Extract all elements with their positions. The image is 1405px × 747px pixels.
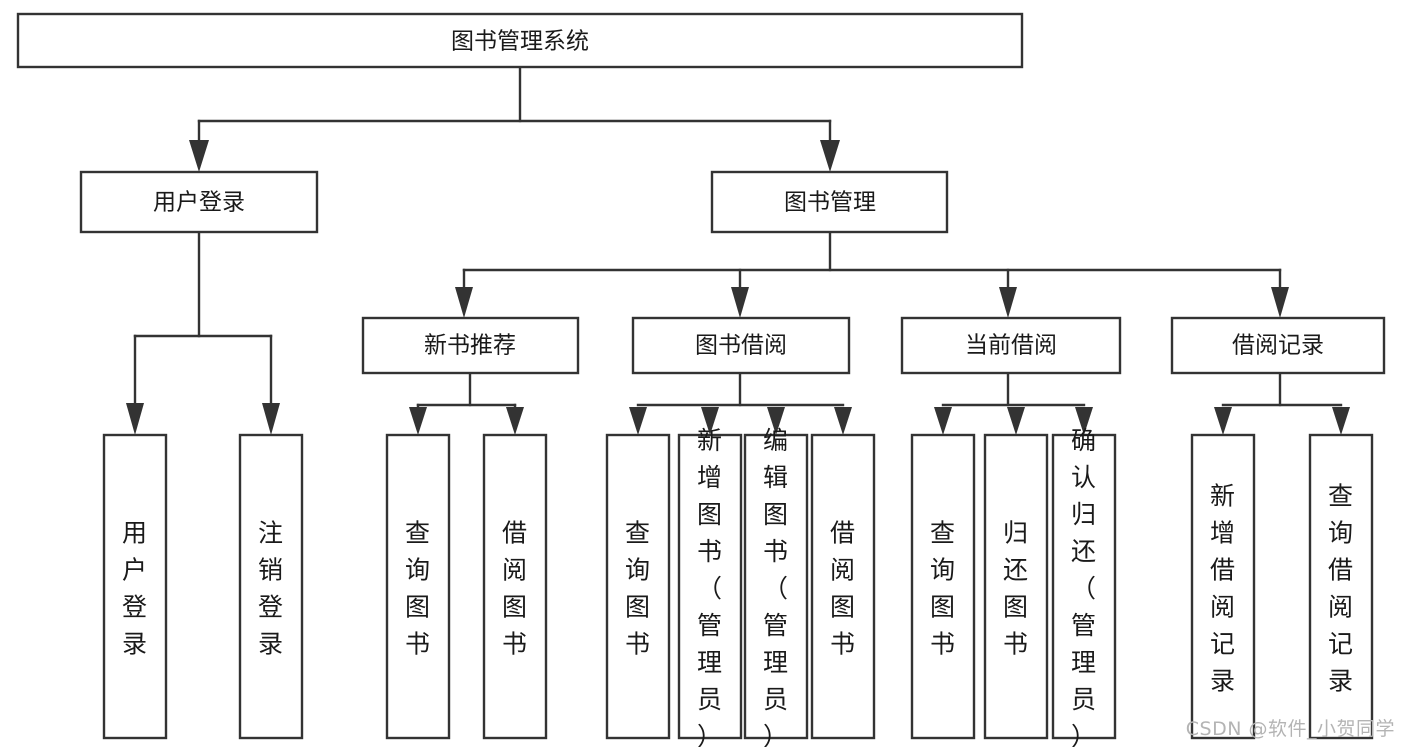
- node-new-book-rec[interactable]: 新书推荐: [361, 316, 580, 375]
- node-label-leaf-user-logout: 注销登录: [258, 518, 284, 658]
- node-leaf-borrow-book-2[interactable]: 借阅图书: [810, 433, 876, 740]
- node-leaf-return-book[interactable]: 归还图书: [983, 433, 1049, 740]
- arrow-head-icon: [1214, 407, 1232, 435]
- node-box-rect: [1190, 433, 1256, 740]
- arrow-head-icon: [767, 407, 785, 435]
- node-label-root: 图书管理系统: [451, 29, 589, 55]
- connector-borrowrecord-to-leaves: [1214, 371, 1350, 435]
- node-book-borrow[interactable]: 图书借阅: [631, 316, 851, 375]
- node-box-rect: [102, 433, 168, 740]
- node-label-book-borrow: 图书借阅: [695, 333, 787, 359]
- node-box-rect: [983, 433, 1049, 740]
- node-box-rect: [810, 433, 876, 740]
- node-current-borrow[interactable]: 当前借阅: [900, 316, 1122, 375]
- arrow-head-icon: [1271, 287, 1289, 318]
- leaf-node-layer: 用户登录 注销登录 查询图书 借阅图书 查询图书 新增图书（管理员） 编辑图书（管理员） 借阅…: [102, 426, 1374, 747]
- connector-newbook-to-leaves: [409, 371, 524, 435]
- node-box-rect: [385, 433, 451, 740]
- node-leaf-borrow-book-1[interactable]: 借阅图书: [482, 433, 548, 740]
- watermark-label: CSDN @软件_小贺同学: [1185, 718, 1395, 740]
- node-box-rect: [361, 316, 580, 375]
- node-borrow-record[interactable]: 借阅记录: [1170, 316, 1386, 375]
- node-box-rect: [631, 316, 851, 375]
- arrow-head-icon: [126, 403, 144, 435]
- node-box-rect: [1170, 316, 1386, 375]
- node-leaf-query-book-2[interactable]: 查询图书: [605, 433, 671, 740]
- node-box-rect: [79, 170, 319, 234]
- node-leaf-query-book-3[interactable]: 查询图书: [910, 433, 976, 740]
- arrow-head-icon: [506, 407, 524, 435]
- node-box-rect: [238, 433, 304, 740]
- node-box-rect: [1308, 433, 1374, 740]
- node-label-leaf-query-book-3: 查询图书: [930, 518, 956, 658]
- arrow-head-icon: [455, 287, 473, 318]
- arrow-head-icon: [262, 403, 280, 435]
- connector-currentborrow-to-leaves: [934, 371, 1093, 435]
- arrow-head-icon: [409, 407, 427, 435]
- node-label-book-manage: 图书管理: [784, 190, 876, 216]
- node-box-rect: [677, 433, 743, 740]
- arrow-head-icon: [820, 140, 840, 172]
- node-leaf-user-logout[interactable]: 注销登录: [238, 433, 304, 740]
- node-label-leaf-borrow-book-2: 借阅图书: [830, 518, 856, 658]
- arrow-head-icon: [629, 407, 647, 435]
- node-label-leaf-query-book-2: 查询图书: [625, 518, 651, 658]
- node-leaf-add-book[interactable]: 新增图书（管理员）: [677, 426, 743, 747]
- node-label-leaf-add-record: 新增借阅记录: [1210, 481, 1236, 695]
- node-label-leaf-return-book: 归还图书: [1003, 518, 1029, 658]
- node-book-manage[interactable]: 图书管理: [710, 170, 949, 234]
- arrow-head-icon: [834, 407, 852, 435]
- node-leaf-query-record[interactable]: 查询借阅记录: [1308, 433, 1374, 740]
- node-leaf-confirm-return[interactable]: 确认归还（管理员）: [1051, 426, 1117, 747]
- arrow-head-icon: [999, 287, 1017, 318]
- connector-bookmanage-to-level3: [455, 230, 1289, 318]
- arrow-head-icon: [1075, 407, 1093, 435]
- node-label-leaf-borrow-book-1: 借阅图书: [502, 518, 528, 658]
- connector-bookborrow-to-leaves: [629, 371, 852, 435]
- node-user-login[interactable]: 用户登录: [79, 170, 319, 234]
- node-box-rect: [482, 433, 548, 740]
- node-label-user-login: 用户登录: [153, 190, 245, 216]
- node-label-leaf-confirm-return: 确认归还（管理员）: [1071, 426, 1097, 747]
- node-box-rect: [910, 433, 976, 740]
- node-leaf-user-login[interactable]: 用户登录: [102, 433, 168, 740]
- node-label-leaf-query-record: 查询借阅记录: [1328, 481, 1354, 695]
- node-root[interactable]: 图书管理系统: [16, 12, 1024, 69]
- node-box-rect: [1051, 433, 1117, 740]
- node-label-leaf-user-login: 用户登录: [122, 518, 148, 658]
- arrow-head-icon: [1007, 407, 1025, 435]
- node-box-rect: [16, 12, 1024, 69]
- node-label-current-borrow: 当前借阅: [965, 333, 1057, 359]
- node-leaf-add-record[interactable]: 新增借阅记录: [1190, 433, 1256, 740]
- node-label-leaf-add-book: 新增图书（管理员）: [697, 426, 723, 747]
- node-box-rect: [710, 170, 949, 234]
- node-leaf-edit-book[interactable]: 编辑图书（管理员）: [743, 426, 809, 747]
- node-box-rect: [605, 433, 671, 740]
- arrow-head-icon: [934, 407, 952, 435]
- arrow-head-icon: [701, 407, 719, 435]
- node-label-leaf-query-book-1: 查询图书: [405, 518, 431, 658]
- node-box-rect: [900, 316, 1122, 375]
- node-box-rect: [743, 433, 809, 740]
- node-leaf-query-book-1[interactable]: 查询图书: [385, 433, 451, 740]
- node-label-leaf-edit-book: 编辑图书（管理员）: [763, 426, 789, 747]
- node-label-borrow-record: 借阅记录: [1232, 333, 1324, 359]
- connector-root-to-level2: [189, 65, 840, 172]
- arrow-head-icon: [189, 140, 209, 172]
- arrow-head-icon: [1332, 407, 1350, 435]
- connector-userlogin-to-leaves: [126, 230, 280, 435]
- arrow-head-icon: [731, 287, 749, 318]
- node-label-new-book-rec: 新书推荐: [424, 333, 516, 359]
